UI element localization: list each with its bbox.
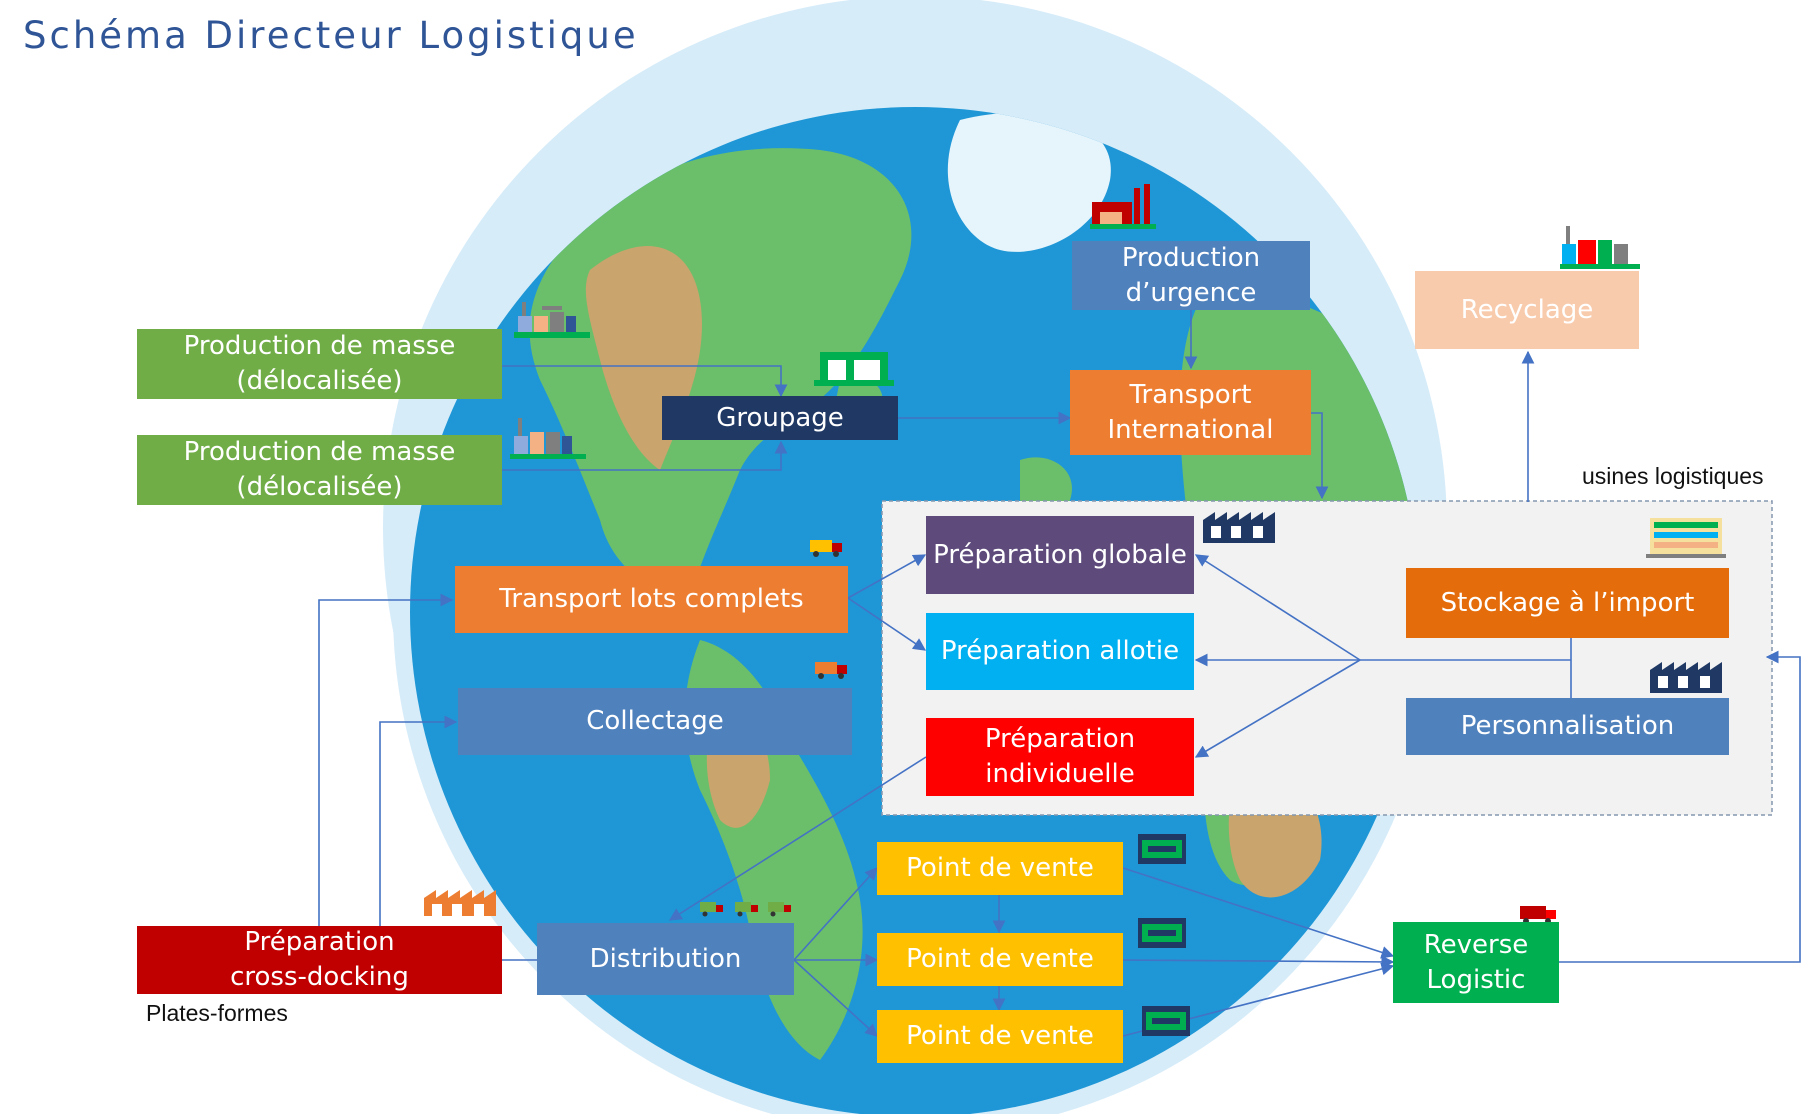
node-line1: Point de vente [906, 1021, 1094, 1051]
node-transport-lots-complets[interactable]: Transport lots complets [455, 566, 848, 633]
node-line1: Préparation [244, 927, 395, 957]
node-line1: Point de vente [906, 853, 1094, 883]
node-collectage[interactable]: Collectage [458, 688, 852, 755]
arrow-lots-globale [847, 554, 927, 599]
arrow-hub-globale [1194, 554, 1361, 661]
arrow-reverse-usines [1559, 650, 1801, 963]
node-line1: Collectage [586, 706, 724, 736]
arrow-prod2-groupage [502, 440, 788, 471]
node-personnalisation[interactable]: Personnalisation [1406, 698, 1729, 755]
node-line1: Production [1121, 242, 1261, 273]
truck-icon [810, 540, 842, 557]
node-line1: Personnalisation [1460, 711, 1675, 741]
node-line2: individuelle [985, 759, 1135, 789]
arrow-crossdock-lots [318, 593, 454, 926]
node-line1: Préparation globale [933, 539, 1187, 570]
node-production-urgence[interactable]: Production d’urgence [1072, 241, 1310, 310]
node-stockage-import[interactable]: Stockage à l’import [1406, 568, 1729, 638]
logistics-building-icon [1203, 512, 1275, 543]
node-line2: cross-docking [230, 962, 409, 992]
node-line1: Recyclage [1460, 294, 1594, 325]
store-icon-3 [1142, 1006, 1190, 1036]
arrow-pdv2-reverse [1122, 955, 1395, 969]
node-production-masse-1[interactable]: Production de masse (délocalisée) [137, 329, 502, 399]
arrow-distribution-pdv1 [793, 867, 878, 961]
node-preparation-individuelle[interactable]: Préparation individuelle [926, 718, 1194, 796]
node-point-de-vente-2[interactable]: Point de vente [877, 933, 1123, 986]
arrow-crossdock-collectage [379, 715, 458, 926]
node-line1: Production de masse [183, 331, 456, 361]
node-line1: Stockage à l’import [1440, 587, 1695, 618]
connectors [318, 310, 1801, 1037]
crossdock-building-icon [424, 890, 496, 916]
arrow-prod1-groupage [502, 365, 788, 398]
usines-logistiques-label: usines logistiques [1582, 463, 1764, 489]
factory-icon-2 [510, 418, 586, 459]
node-line2: International [1107, 414, 1274, 445]
node-line1: Reverse [1423, 929, 1529, 960]
node-preparation-globale[interactable]: Préparation globale [926, 516, 1194, 594]
storage-rack-icon [1646, 518, 1726, 558]
node-point-de-vente-3[interactable]: Point de vente [877, 1010, 1123, 1063]
node-line1: Production de masse [183, 437, 456, 467]
arrow-distribution-pdv3 [793, 959, 878, 1037]
store-icon-2 [1138, 918, 1186, 948]
arrow-individuelle-distribution [668, 756, 927, 921]
factory-icon [514, 302, 590, 338]
store-icon [1138, 834, 1186, 864]
arrow-pdv1-reverse [1122, 867, 1395, 959]
plates-formes-label: Plates-formes [146, 1000, 288, 1026]
arrow-lots-allotie [847, 597, 927, 651]
page-title: Schéma Directeur Logistique [23, 14, 639, 57]
red-factory-icon [1090, 184, 1156, 229]
node-groupage[interactable]: Groupage [662, 396, 898, 440]
logistics-building-icon-2 [1650, 662, 1722, 693]
node-preparation-crossdocking[interactable]: Préparation cross-docking [137, 926, 502, 994]
trucks-icon [700, 902, 791, 917]
arrow-transport-usines [1311, 412, 1329, 500]
greenland-shape [947, 112, 1111, 252]
node-line1: Distribution [589, 943, 742, 974]
node-line2: (délocalisée) [236, 366, 403, 396]
node-recyclage[interactable]: Recyclage [1415, 271, 1639, 349]
node-line1: Préparation allotie [940, 636, 1180, 666]
node-line1: Point de vente [906, 944, 1094, 974]
node-line1: Transport [1129, 379, 1252, 410]
node-line2: (délocalisée) [236, 472, 403, 502]
node-distribution[interactable]: Distribution [537, 923, 794, 995]
arrow-hub-individuelle [1194, 659, 1361, 758]
node-production-masse-2[interactable]: Production de masse (délocalisée) [137, 435, 502, 505]
node-line1: Groupage [716, 402, 844, 433]
recycling-factory-icon [1560, 226, 1640, 269]
node-preparation-allotie[interactable]: Préparation allotie [926, 613, 1194, 690]
node-line2: Logistic [1426, 964, 1526, 995]
node-line1: Préparation [984, 724, 1136, 754]
truck-icon-2 [815, 662, 847, 679]
warehouse-icon [814, 352, 894, 386]
node-line2: d’urgence [1125, 277, 1257, 308]
node-point-de-vente-1[interactable]: Point de vente [877, 842, 1123, 895]
node-line1: Transport lots complets [499, 584, 804, 614]
